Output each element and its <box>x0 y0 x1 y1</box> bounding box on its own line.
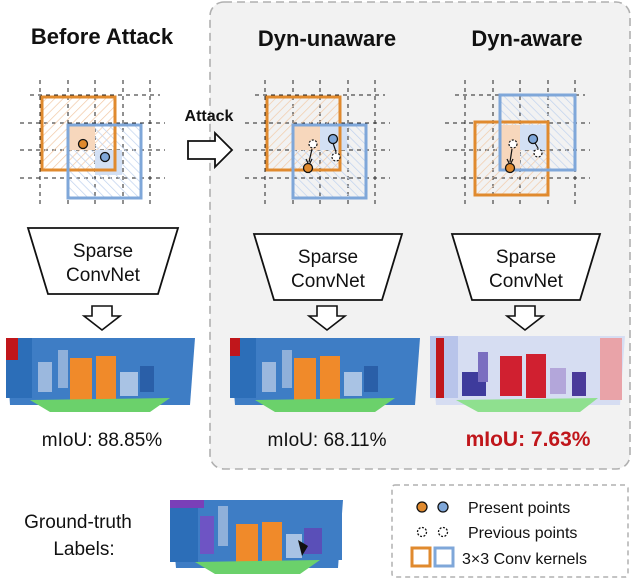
segmentation-before <box>6 338 195 412</box>
ground-truth-label-line2: Labels: <box>53 539 114 560</box>
ground-truth-label-line1: Ground-truth <box>24 512 132 533</box>
svg-text:ConvNet: ConvNet <box>489 271 564 292</box>
attack-arrow-icon <box>187 130 234 170</box>
svg-text:Sparse: Sparse <box>298 247 358 268</box>
title-dyn-aware: Dyn-aware <box>471 26 582 51</box>
down-arrow-icon <box>81 305 123 332</box>
present-point-blue-icon <box>437 501 449 513</box>
svg-text:ConvNet: ConvNet <box>66 265 141 286</box>
present-point-blue <box>99 151 111 163</box>
title-before-attack: Before Attack <box>31 24 174 49</box>
previous-point-icon <box>416 526 428 538</box>
orange-kernel <box>40 95 117 172</box>
blue-kernel-icon <box>433 546 455 568</box>
svg-text:ConvNet: ConvNet <box>291 271 366 292</box>
convnet-block-unaware: Sparse ConvNet <box>252 233 404 301</box>
miou-before: mIoU: 88.85% <box>42 430 162 451</box>
kernel-grid-before <box>20 80 165 205</box>
svg-text:Sparse: Sparse <box>496 247 556 268</box>
down-arrow-icon <box>306 305 348 332</box>
blue-kernel <box>66 123 143 200</box>
legend-previous-points: Previous points <box>468 525 577 542</box>
title-dyn-unaware: Dyn-unaware <box>258 26 396 51</box>
miou-aware: mIoU: 7.63% <box>466 428 591 451</box>
present-point-orange <box>77 138 89 150</box>
present-point-orange-icon <box>416 501 428 513</box>
convnet-block-before: Sparse ConvNet <box>26 227 180 295</box>
segmentation-unaware <box>230 338 420 412</box>
miou-unaware: mIoU: 68.11% <box>268 430 387 451</box>
kernel-grid-unaware <box>245 80 390 205</box>
kernel-grid-aware <box>445 80 590 205</box>
segmentation-aware <box>430 336 625 412</box>
down-arrow-icon <box>504 305 546 332</box>
svg-text:Sparse: Sparse <box>73 241 133 262</box>
orange-kernel-icon <box>410 546 432 568</box>
legend-present-points: Present points <box>468 500 570 517</box>
attack-label: Attack <box>185 108 234 125</box>
convnet-block-aware: Sparse ConvNet <box>450 233 602 301</box>
ground-truth-segmentation <box>170 500 343 574</box>
previous-point-icon <box>437 526 449 538</box>
legend-conv-kernels: 3×3 Conv kernels <box>462 551 587 568</box>
